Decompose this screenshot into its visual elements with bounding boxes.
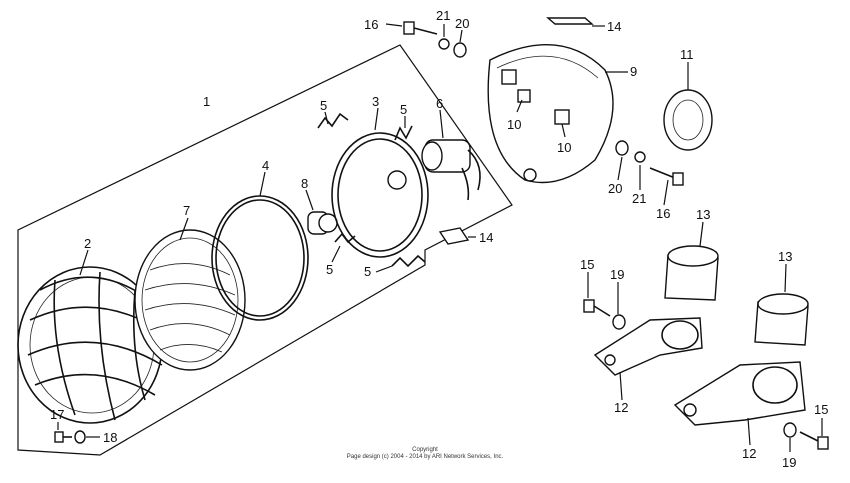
callout-7: 7 [183,203,190,218]
callout-10b: 10 [557,140,571,155]
callout-14b: 14 [479,230,493,245]
callout-12a: 12 [614,400,628,415]
part-nut-top[interactable] [438,38,450,50]
callout-20a: 20 [455,16,469,31]
callout-16a: 16 [364,17,378,32]
part-headlight-unit[interactable] [331,132,429,258]
part-clip-spring-c[interactable] [334,232,356,244]
callout-15a: 15 [580,257,594,272]
part-bushing-left[interactable] [664,245,719,301]
part-washer-mid[interactable] [612,314,626,330]
copyright-notice: Copyright Page design (c) 2004 - 2014 by… [0,447,850,461]
callout-18: 18 [103,430,117,445]
callout-6: 6 [436,96,443,111]
copyright-line-1: Copyright [412,447,438,453]
part-lens[interactable] [134,229,246,371]
part-washer-top[interactable] [453,42,467,58]
callout-4: 4 [262,158,269,173]
part-bolt-top[interactable] [403,21,438,35]
part-clip-spring-b[interactable] [394,125,413,141]
callout-3: 3 [372,94,379,109]
callout-15b: 15 [814,402,828,417]
callout-19a: 19 [610,267,624,282]
part-headlight-case[interactable] [487,44,614,184]
part-bracket-right[interactable] [673,361,806,426]
assembly-outline [17,44,513,456]
part-nut-right[interactable] [634,151,646,163]
part-washer-right[interactable] [615,140,629,156]
callout-10a: 10 [507,117,521,132]
part-socket[interactable] [421,139,481,201]
callout-5a: 5 [320,98,327,113]
callout-12b: 12 [742,446,756,461]
part-washer-low[interactable] [783,422,797,438]
part-bracket-left[interactable] [593,317,703,376]
part-bolt-right[interactable] [649,167,684,186]
callout-5d: 5 [364,264,371,279]
part-clip-spring-a[interactable] [317,112,349,129]
callout-8: 8 [301,176,308,191]
part-label-upper[interactable] [546,17,594,25]
part-screw-small[interactable] [54,431,72,443]
copyright-line-2: Page design (c) 2004 - 2014 by ARI Netwo… [346,454,504,460]
part-washer-small[interactable] [74,430,86,444]
part-bolt-low[interactable] [799,431,829,450]
callout-5c: 5 [326,262,333,277]
callout-13a: 13 [696,207,710,222]
callout-21b: 21 [632,191,646,206]
part-bushing-right[interactable] [754,293,809,346]
callout-19b: 19 [782,455,796,470]
callout-14a: 14 [607,19,621,34]
callout-20b: 20 [608,181,622,196]
part-clip-spring-d[interactable] [391,254,426,268]
callout-1: 1 [203,94,210,109]
callout-21a: 21 [436,8,450,23]
callout-13b: 13 [778,249,792,264]
part-bolt-mid[interactable] [583,299,611,317]
callout-2: 2 [84,236,91,251]
callout-17: 17 [50,407,64,422]
callout-16b: 16 [656,206,670,221]
part-label-lower[interactable] [438,227,470,245]
part-bulb[interactable] [307,211,338,235]
part-grommet[interactable] [663,89,713,151]
callout-11: 11 [680,47,694,62]
callout-9: 9 [630,64,637,79]
callout-5b: 5 [400,102,407,117]
